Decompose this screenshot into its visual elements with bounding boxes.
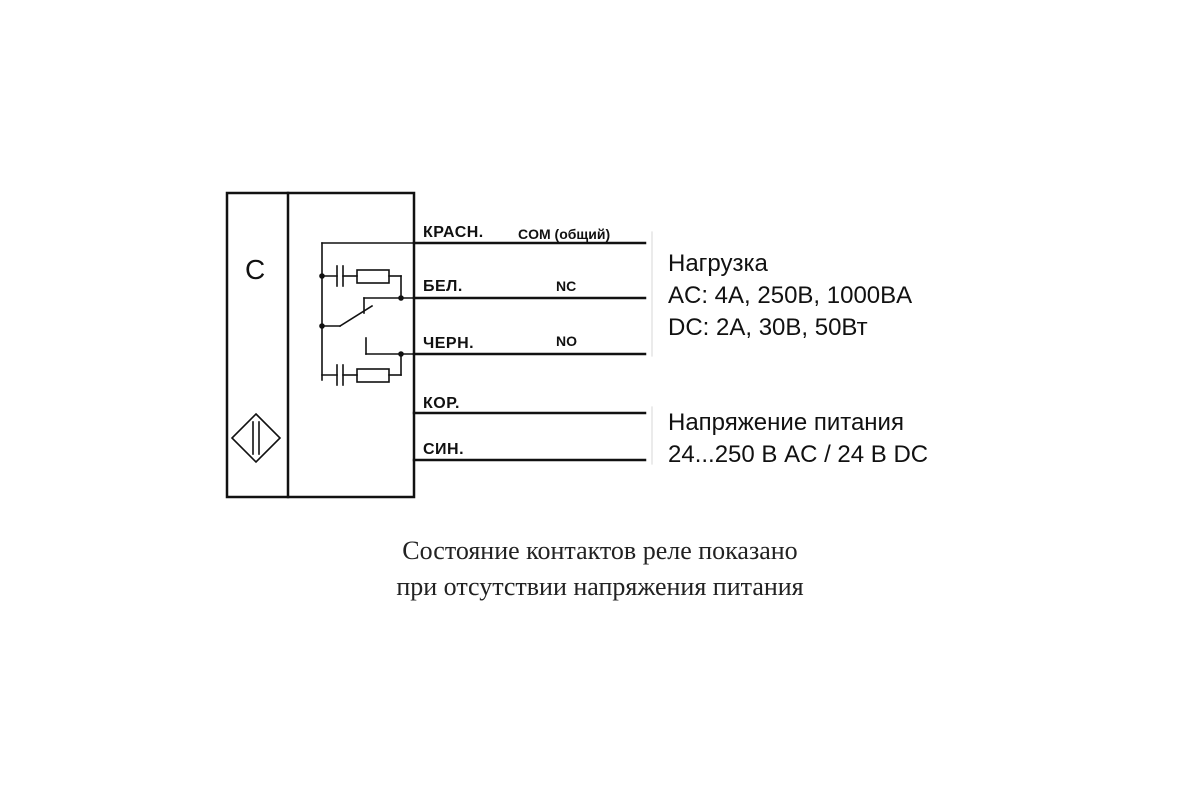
caption-line-1: Состояние контактов реле показано (402, 536, 798, 565)
load-ac-rating: AC: 4A, 250B, 1000BA (668, 282, 912, 309)
wire-label-black: ЧЕРН. (423, 335, 474, 352)
sensing-face-icon (230, 412, 282, 464)
relay-contact-network (321, 242, 415, 386)
contact-label-com: COM (общий) (518, 226, 610, 242)
supply-title: Напряжение питания (668, 409, 904, 436)
sensor-housing (225, 191, 416, 499)
wire-label-blue: СИН. (423, 441, 464, 458)
wire-label-white: БЕЛ. (423, 278, 463, 295)
snubber-resistor-lower (356, 368, 390, 383)
caption: Состояние контактов реле показано при от… (0, 533, 1200, 605)
contact-label-nc: NC (556, 278, 576, 294)
supply-range: 24...250 В AC / 24 В DC (668, 441, 928, 468)
junction-dots (319, 273, 404, 357)
wire-label-red: КРАСН. (423, 224, 484, 241)
load-title: Нагрузка (668, 250, 769, 277)
caption-line-2: при отсутствии напряжения питания (396, 572, 804, 601)
snubber-resistor-upper (356, 269, 390, 284)
load-dc-rating: DC: 2A, 30B, 50Вт (668, 314, 868, 341)
contact-label-no: NO (556, 333, 577, 349)
sensor-type-letter: C (245, 254, 265, 285)
wire-label-brown: КОР. (423, 395, 460, 412)
